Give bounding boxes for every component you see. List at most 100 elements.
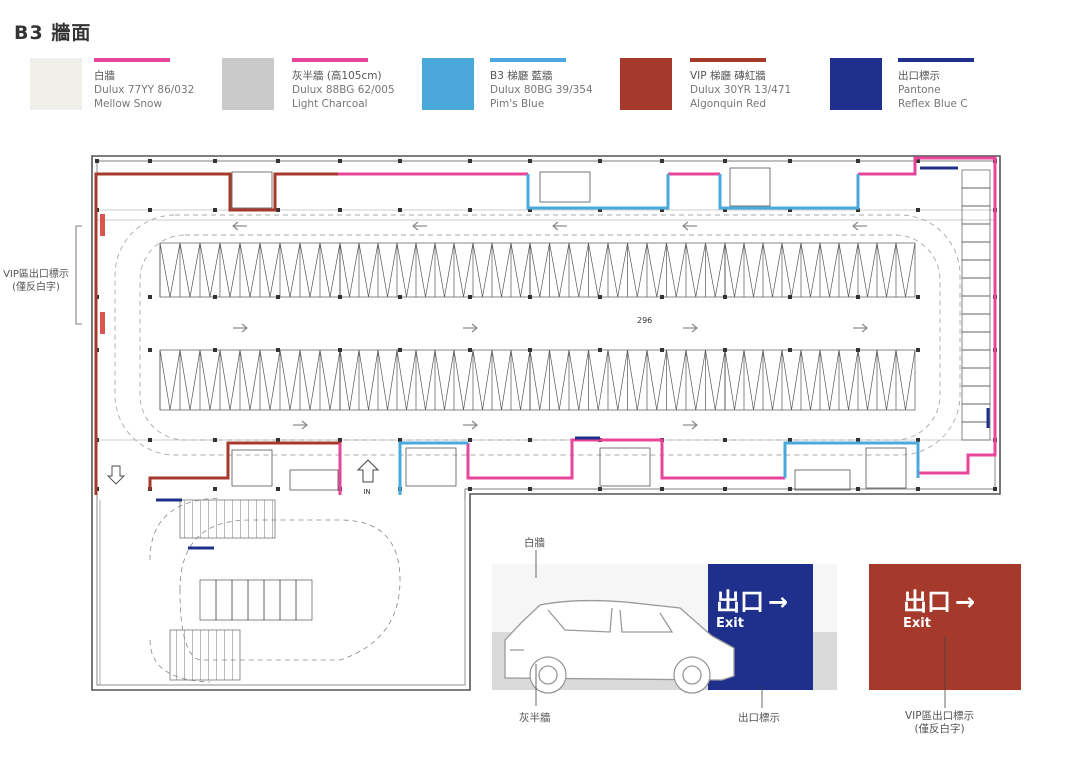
bay-mark — [895, 242, 916, 298]
column — [148, 348, 152, 352]
column — [660, 208, 664, 212]
vip-exit-sign-cn: 出口 — [903, 588, 951, 616]
bay-mark — [529, 242, 550, 298]
column — [276, 348, 280, 352]
column — [598, 295, 602, 299]
bay-mark — [781, 242, 802, 298]
bay-mark — [239, 349, 261, 411]
column — [660, 295, 664, 299]
side-bay — [961, 421, 991, 441]
bay-mark — [838, 242, 859, 298]
column — [528, 348, 532, 352]
in-marker: IN — [356, 459, 380, 496]
column — [856, 159, 860, 163]
bay-mark — [434, 242, 455, 298]
bay-mark — [358, 242, 379, 298]
direction-arrow-head — [471, 323, 478, 333]
column — [916, 208, 920, 212]
column — [468, 159, 472, 163]
column — [598, 348, 602, 352]
arrow-right-icon: → — [955, 588, 976, 616]
ramp-bay — [295, 579, 313, 621]
bay-mark — [762, 349, 783, 411]
side-bracket — [75, 225, 82, 325]
exit-sign-blue-text: 出口→ Exit — [716, 588, 788, 631]
column — [598, 487, 602, 491]
parking-bays — [159, 169, 991, 621]
side-bay — [961, 187, 991, 207]
column — [148, 208, 152, 212]
bay-mark — [685, 349, 706, 411]
bay-mark — [219, 242, 241, 298]
direction-arrow-head — [301, 420, 308, 430]
bay-mark — [199, 242, 221, 298]
direction-arrow-head — [471, 420, 478, 430]
column — [276, 295, 280, 299]
vip-exit-sign-en: Exit — [903, 616, 931, 631]
column — [213, 487, 217, 491]
side-bay — [961, 169, 991, 189]
bay-mark — [219, 349, 241, 411]
column — [723, 208, 727, 212]
bay-mark — [491, 242, 512, 298]
column — [916, 348, 920, 352]
column — [398, 208, 402, 212]
label-vip-exit-sign: VIP區出口標示(僅反白字) — [905, 710, 975, 735]
column — [856, 487, 860, 491]
column — [338, 159, 342, 163]
bay-mark — [491, 349, 512, 411]
bay-mark — [762, 242, 783, 298]
bay-mark — [705, 242, 726, 298]
side-bay — [961, 385, 991, 405]
legend-swatch-red — [620, 58, 672, 110]
column — [468, 208, 472, 212]
bay-mark — [259, 349, 281, 411]
bay-mark — [415, 242, 436, 298]
illustration-leaders — [535, 550, 946, 708]
bay-mark — [396, 349, 417, 411]
bay-mark — [781, 349, 802, 411]
legend-line-white — [94, 58, 170, 62]
side-bay — [961, 277, 991, 297]
direction-arrows — [232, 221, 868, 430]
wall-red — [94, 172, 342, 495]
legend-swatch-navy — [830, 58, 882, 110]
bay-mark — [358, 349, 379, 411]
wall-blue — [398, 174, 920, 495]
wall-red-marks — [100, 214, 105, 334]
legend-line-gray — [292, 58, 368, 62]
label-white-wall: 白牆 — [524, 537, 545, 549]
bay-mark — [549, 242, 570, 298]
bay-mark — [453, 349, 474, 411]
side-bay — [961, 223, 991, 243]
bay-mark — [895, 349, 916, 411]
bay-mark — [377, 349, 398, 411]
column — [916, 159, 920, 163]
bay-mark — [239, 242, 261, 298]
direction-arrow-head — [232, 221, 239, 231]
side-bay — [961, 259, 991, 279]
bay-mark — [724, 349, 745, 411]
label-exit-sign: 出口標示 — [738, 712, 780, 724]
bay-mark — [627, 349, 648, 411]
column — [276, 438, 280, 442]
column — [660, 159, 664, 163]
bay-mark — [472, 349, 493, 411]
bay-mark — [666, 242, 687, 298]
drive-ring — [114, 214, 961, 456]
bay-mark — [299, 242, 321, 298]
direction-arrow-head — [552, 221, 559, 231]
exit-marker — [106, 465, 126, 485]
column — [276, 487, 280, 491]
column — [468, 295, 472, 299]
bay-mark — [299, 349, 321, 411]
side-bay — [961, 241, 991, 261]
column — [213, 348, 217, 352]
column — [148, 159, 152, 163]
exit-sign-red-text: 出口→ Exit — [903, 588, 975, 631]
side-bay — [961, 349, 991, 369]
legend-line-red — [690, 58, 766, 62]
